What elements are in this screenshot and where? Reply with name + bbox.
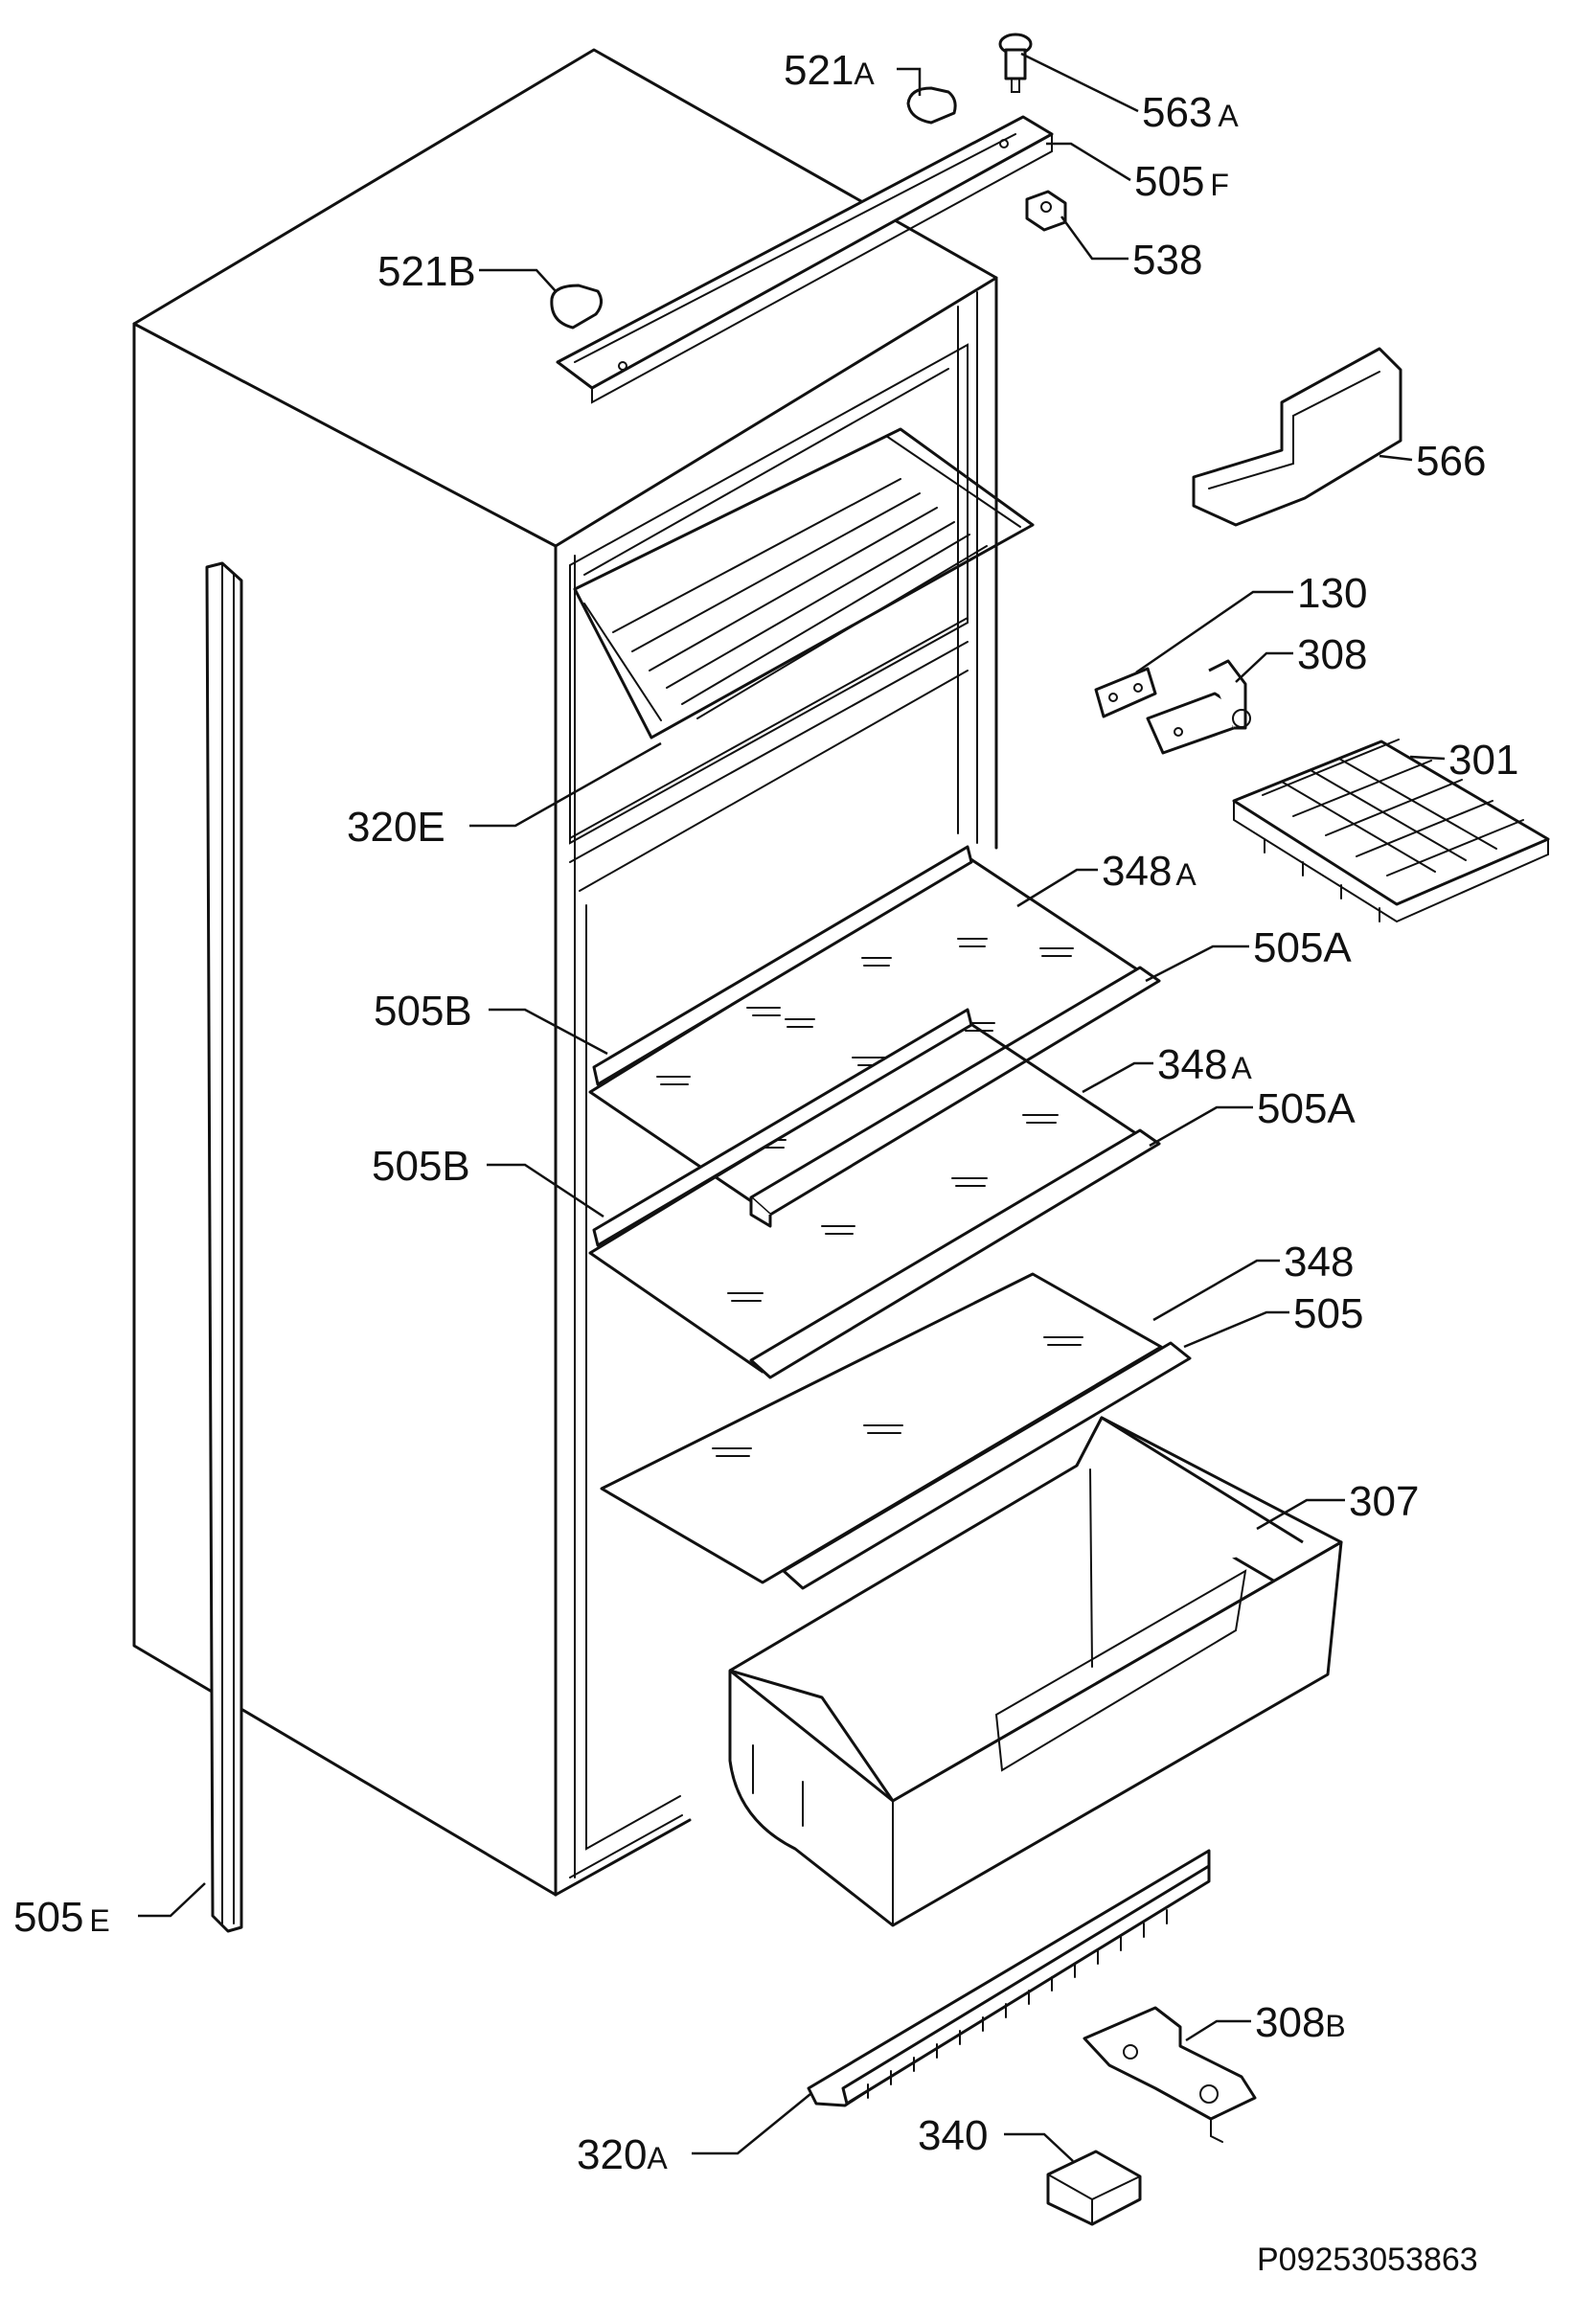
leader-505f	[1046, 142, 1131, 182]
hinge-pin-563a	[998, 33, 1033, 93]
hinge-bracket-538	[1025, 190, 1067, 232]
door-seal-strip-505e	[205, 561, 243, 1933]
leader-505a-1	[1145, 945, 1249, 983]
shelf-trim-rear-middle	[592, 1008, 973, 1247]
shelf-trim-front-middle	[749, 1128, 1161, 1379]
leader-348a-2	[1082, 1061, 1153, 1094]
drawing-code: P09253053863	[1257, 2242, 1478, 2278]
refrigerator-cabinet	[132, 48, 998, 1897]
leader-301	[1409, 755, 1446, 761]
plate-130	[1094, 667, 1157, 718]
hinge-308	[1146, 659, 1251, 755]
leader-308b	[1185, 2019, 1251, 2042]
callout-340: 340	[918, 2112, 988, 2159]
glass-shelf-middle	[588, 1008, 1161, 1379]
callout-307: 307	[1349, 1478, 1419, 1525]
front-frame-right	[957, 291, 978, 844]
leader-308	[1235, 651, 1293, 683]
leader-505a-2	[1149, 1105, 1253, 1148]
leader-563a	[1020, 52, 1139, 113]
shelf-trim-rear-upper	[592, 845, 973, 1086]
leader-505b-1	[489, 1008, 608, 1056]
hinge-cap-521b	[550, 284, 603, 330]
leader-320a	[692, 2093, 811, 2155]
leader-348	[1152, 1259, 1280, 1322]
leader-505e	[138, 1882, 206, 1918]
callout-505b-2: 505B	[372, 1143, 470, 1190]
handle-566	[1192, 347, 1402, 527]
freezer-compartment	[569, 343, 969, 845]
leader-307	[1256, 1498, 1345, 1531]
callout-505: 505	[1293, 1290, 1363, 1337]
leader-521b	[479, 268, 557, 292]
cabinet-bottom-edge	[554, 1818, 692, 1897]
cover-block-340	[1046, 2150, 1142, 2226]
leader-320e	[469, 741, 662, 828]
callout-505b-1: 505B	[374, 988, 472, 1035]
front-frame-left	[555, 545, 576, 1896]
shelf-trim-lower	[782, 1341, 1192, 1590]
leader-lines	[138, 52, 1446, 2162]
leader-505	[1183, 1310, 1289, 1349]
crisper-drawer-307	[728, 1416, 1343, 1927]
fridge-compartment-inner	[579, 670, 969, 1851]
leader-566	[1379, 454, 1413, 462]
callout-538: 538	[1132, 237, 1202, 284]
ice-tray-301	[1232, 739, 1550, 923]
cabinet-side-panel	[132, 322, 558, 1897]
callout-130: 130	[1297, 570, 1367, 617]
freezer-shelf-grille	[573, 427, 1035, 740]
cabinet-top	[132, 48, 998, 548]
callout-566: 566	[1416, 438, 1486, 485]
leader-521a	[897, 67, 922, 96]
hinge-308b	[1083, 2006, 1257, 2143]
callout-521b: 521B	[377, 248, 476, 295]
leader-505b-2	[487, 1163, 604, 1218]
callout-348: 348	[1284, 1239, 1354, 1286]
freezer-divider	[569, 368, 969, 863]
callout-505a-1: 505A	[1253, 924, 1352, 971]
glass-shelf-lower	[600, 1272, 1192, 1590]
leader-538	[1060, 216, 1129, 261]
callout-308: 308	[1297, 631, 1367, 678]
hinge-cap-521a	[906, 86, 957, 125]
vent-grille-320a	[807, 1849, 1211, 2107]
callout-320e: 320E	[347, 804, 445, 851]
callout-320a: 320A	[577, 2131, 668, 2178]
leader-130	[1135, 590, 1293, 674]
callout-505a-2: 505A	[1257, 1085, 1356, 1132]
callout-301: 301	[1448, 737, 1518, 784]
leader-348a-1	[1016, 868, 1098, 908]
callout-521a: 521A	[784, 47, 875, 94]
leader-340	[1004, 2132, 1074, 2162]
callout-308b: 308B	[1255, 1999, 1346, 2046]
cabinet-floor-edge	[569, 1814, 683, 1878]
